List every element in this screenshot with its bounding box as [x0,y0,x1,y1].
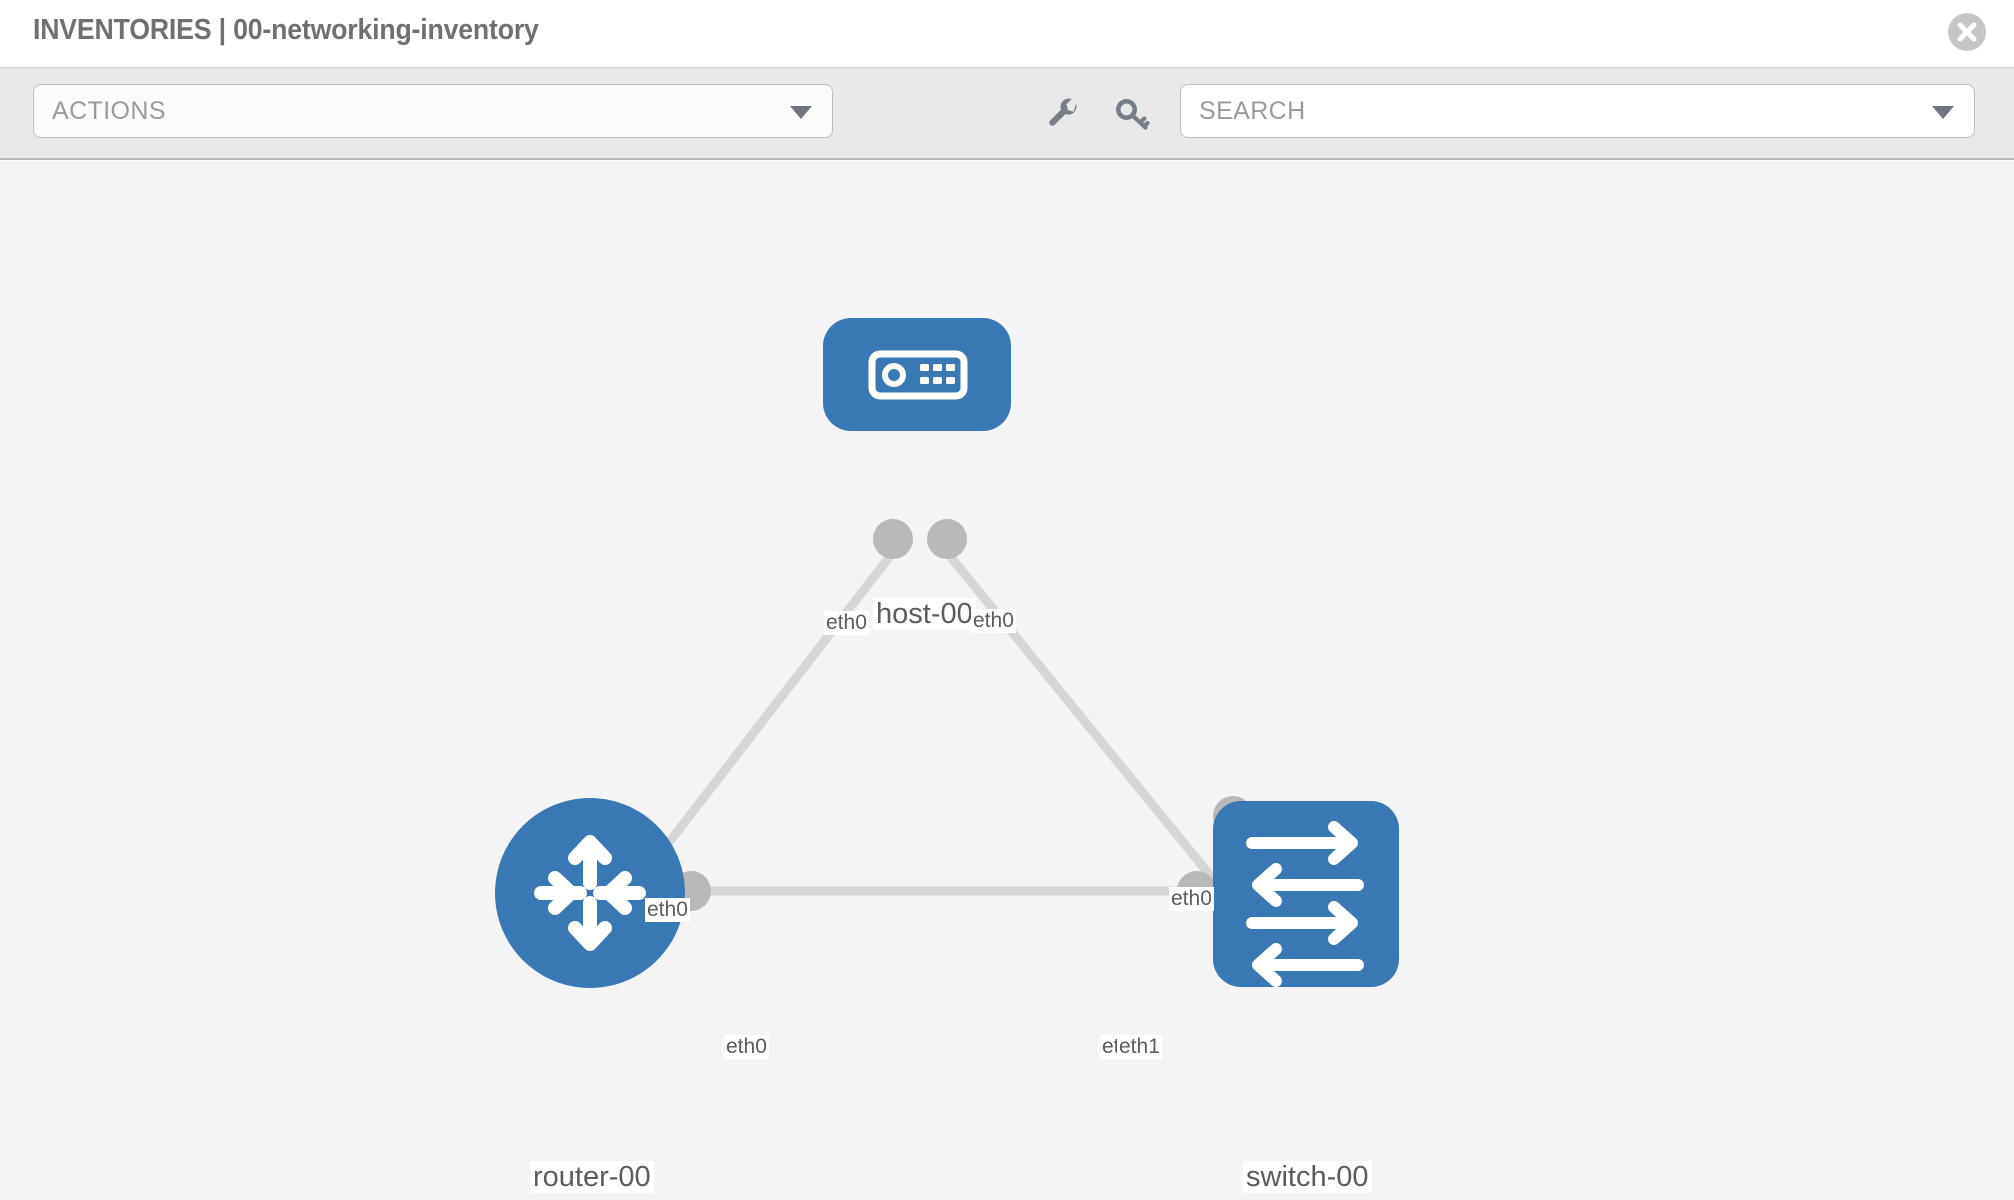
iface-label-switch00-eth1: eth1 [1117,1035,1162,1060]
iface-label-host00-right: eth0 [971,609,1016,634]
topology-graph [495,318,1399,988]
iface-label-switch00-uplink: eth0 [1169,887,1214,912]
iface-label-router00-eth0: eth0 [724,1035,769,1060]
node-router-00[interactable] [495,798,685,988]
topology-canvas[interactable]: host-00 router-00 switch-00 eth0 eth0 et… [0,161,2014,1200]
node-label-host-00: host-00 [873,598,976,631]
iface-label-router00-uplink: eth0 [645,898,690,923]
actions-dropdown[interactable]: ACTIONS [33,84,833,138]
port-host00-left[interactable] [873,519,913,559]
page-title: INVENTORIES | 00-networking-inventory [33,14,539,46]
page-header: INVENTORIES | 00-networking-inventory [0,0,2014,68]
search-input[interactable]: SEARCH [1180,84,1975,138]
node-label-switch-00: switch-00 [1243,1161,1372,1194]
node-switch-00[interactable] [1213,801,1399,987]
chevron-down-icon [1932,106,1954,119]
port-host00-right[interactable] [927,519,967,559]
chevron-down-icon [790,106,812,119]
wrench-icon[interactable] [1046,96,1082,132]
close-icon[interactable] [1948,13,1986,51]
node-label-router-00: router-00 [530,1161,654,1194]
search-placeholder: SEARCH [1199,96,1306,125]
node-host-00[interactable] [823,318,1011,431]
toolbar: ACTIONS SEARCH [0,68,2014,160]
key-icon[interactable] [1114,96,1150,132]
actions-dropdown-label: ACTIONS [52,96,166,125]
iface-label-host00-left: eth0 [824,611,869,636]
